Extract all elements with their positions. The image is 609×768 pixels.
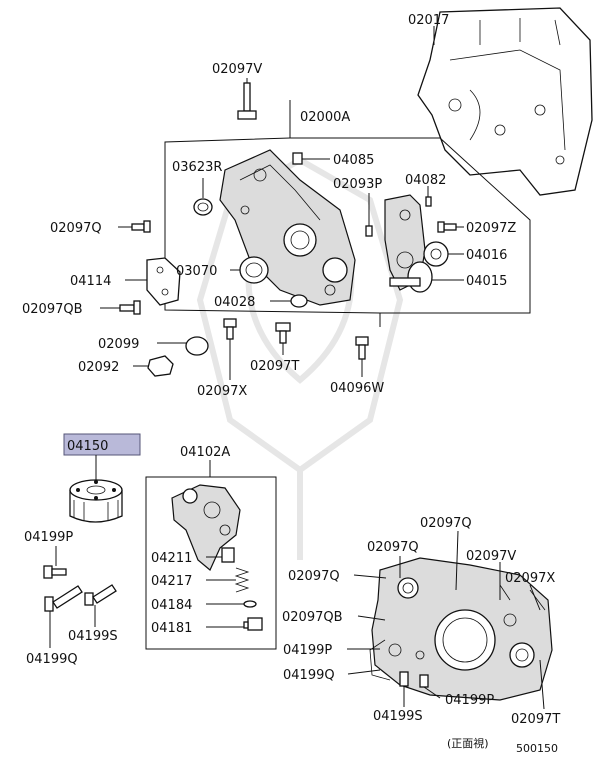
bolt-02097Z [437, 221, 457, 233]
engine-block-part [417, 7, 593, 196]
gear-shaft-04015 [389, 261, 433, 293]
washer-04184 [243, 600, 257, 608]
label-04181: 04181 [151, 621, 192, 636]
label-04199Q-r: 04199Q [283, 668, 335, 683]
label-02097X-r: 02097X [505, 571, 555, 586]
gasket-hole [161, 288, 169, 296]
diagram-code: 500150 [516, 742, 558, 755]
strainer-02092 [147, 355, 174, 377]
label-04199S-r: 04199S [373, 709, 423, 724]
oil-pump-body [171, 484, 241, 571]
leader-02097Q-r2 [455, 530, 459, 591]
label-04102A: 04102A [180, 445, 230, 460]
label-02097V-r: 02097V [466, 549, 516, 564]
oil-seal-03623R [193, 198, 213, 216]
bolt-02097Q-left [131, 220, 151, 233]
gear-04085 [292, 152, 303, 165]
label-04199P-r1: 04199P [283, 643, 332, 658]
label-03623R: 03623R [172, 160, 222, 175]
label-04217: 04217 [151, 574, 192, 589]
bolt-04199S-left [84, 584, 117, 606]
label-04016: 04016 [466, 248, 507, 263]
pin-02093P [365, 225, 373, 237]
label-02097Z: 02097Z [466, 221, 516, 236]
label-02093P: 02093P [333, 177, 382, 192]
bolt-02097T-mid [275, 322, 291, 344]
label-04199S-left: 04199S [68, 629, 118, 644]
label-04096W: 04096W [330, 381, 384, 396]
gasket-hole [156, 266, 164, 274]
bolt-04096W [355, 336, 369, 360]
label-04015: 04015 [466, 274, 507, 289]
o-ring-04028 [290, 294, 308, 308]
front-case-part [219, 149, 356, 306]
oil-filter-04150 [69, 479, 123, 523]
label-02097Q-r3: 02097Q [288, 569, 340, 584]
leader-02097QB-r [357, 615, 386, 621]
oil-pump-box [145, 460, 277, 650]
bolt-02097V-top [237, 82, 257, 120]
label-04150: 04150 [67, 439, 108, 454]
label-04085: 04085 [333, 153, 374, 168]
label-04199Q-left: 04199Q [26, 652, 78, 667]
label-02097T-mid: 02097T [250, 359, 299, 374]
label-02097X-mid: 02097X [197, 384, 247, 399]
label-04199P-left: 04199P [24, 530, 73, 545]
bolt-04199P-left [43, 565, 67, 579]
leader-02097X-r [529, 584, 541, 611]
label-02097Q-left: 02097Q [50, 221, 102, 236]
front-cover-box [164, 100, 531, 327]
o-ring-02099 [185, 336, 209, 356]
label-02099: 02099 [98, 337, 139, 352]
assembled-front-case [369, 557, 553, 701]
leader-02097T-r [539, 659, 545, 710]
label-02097V-top: 02097V [212, 62, 262, 77]
plunger-04211 [221, 547, 235, 563]
label-04028: 04028 [214, 295, 255, 310]
leader-04199P-r2 [423, 686, 441, 699]
oil-seal-03070 [239, 256, 269, 284]
spring-04217 [234, 567, 250, 593]
leader-02097Q-r3 [353, 574, 387, 579]
label-02092: 02092 [78, 360, 119, 375]
label-04082: 04082 [405, 173, 446, 188]
bolt-02097QB-left [119, 300, 141, 315]
highlight-box-04150 [63, 433, 141, 456]
bolt-04199Q-left [44, 585, 83, 612]
label-02097T-r: 02097T [511, 712, 560, 727]
gasket-04114 [146, 257, 181, 306]
label-04184: 04184 [151, 598, 192, 613]
gear-04016 [423, 241, 449, 267]
view-note: (正面視) [447, 736, 489, 750]
leader-04199Q-r [347, 669, 381, 675]
label-02097QB-left: 02097QB [22, 302, 83, 317]
label-02097Q-r1: 02097Q [367, 540, 419, 555]
label-04199P-r2: 04199P [445, 693, 494, 708]
label-04211: 04211 [151, 551, 192, 566]
plug-04181 [243, 617, 263, 631]
bolt-04082 [425, 196, 432, 207]
label-02017: 02017 [408, 13, 449, 28]
label-04114: 04114 [70, 274, 111, 289]
label-03070: 03070 [176, 264, 217, 279]
label-02097Q-r2: 02097Q [420, 516, 472, 531]
bolt-02097X-mid [223, 318, 237, 340]
label-02097QB-r: 02097QB [282, 610, 343, 625]
label-02000A: 02000A [300, 110, 350, 125]
